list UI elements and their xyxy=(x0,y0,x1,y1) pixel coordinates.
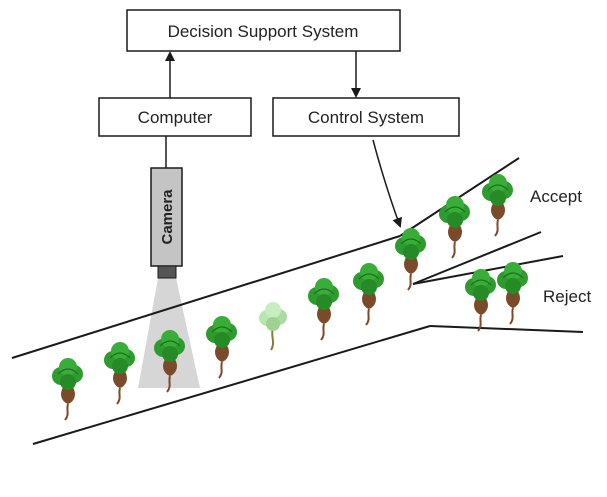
camera-icon: Camera xyxy=(150,167,183,279)
divider-upper xyxy=(412,231,542,285)
plant-icon xyxy=(352,262,385,326)
plant-icon xyxy=(51,357,84,421)
plant-icon xyxy=(103,341,136,405)
control-system-box: Control System xyxy=(272,97,460,137)
reject-label: Reject xyxy=(543,287,591,306)
plant-icon xyxy=(464,268,497,332)
accept-label: Accept xyxy=(530,187,582,206)
computer-label: Computer xyxy=(138,108,213,127)
decision-support-label: Decision Support System xyxy=(168,22,359,41)
plants xyxy=(51,173,529,421)
control-system-label: Control System xyxy=(308,108,424,127)
plant-icon xyxy=(307,277,340,341)
reject-bottom-edge xyxy=(429,325,584,333)
conveyor-top-edge xyxy=(11,235,401,359)
divider-lower xyxy=(412,255,564,285)
plant-icon xyxy=(258,301,288,351)
conveyor xyxy=(11,157,584,445)
plant-icon xyxy=(438,195,471,259)
accept-top-edge xyxy=(399,157,520,237)
computer-box: Computer xyxy=(98,97,252,137)
camera-label: Camera xyxy=(159,189,176,245)
conveyor-bottom-edge xyxy=(32,325,431,445)
decision-support-box: Decision Support System xyxy=(126,9,401,52)
plant-icon xyxy=(496,261,529,325)
plant-icon xyxy=(205,315,238,379)
control-to-gate-arrow xyxy=(372,139,402,228)
plant-icon xyxy=(481,173,514,237)
